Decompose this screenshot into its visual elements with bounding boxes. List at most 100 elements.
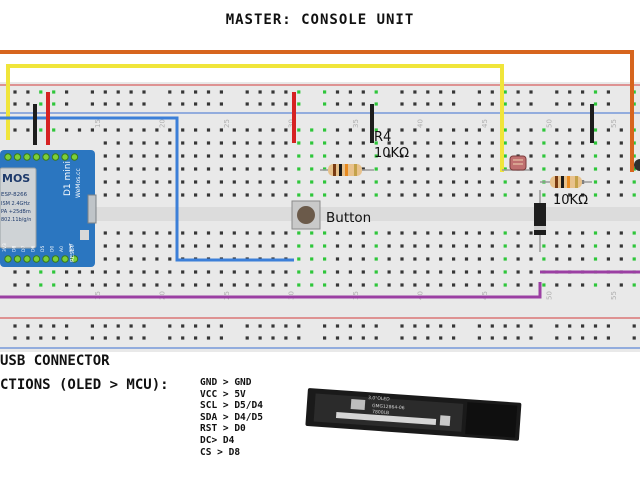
breadboard-hole (490, 128, 494, 132)
esp-shield (0, 167, 37, 249)
breadboard-hole (439, 257, 443, 261)
breadboard-hole (155, 193, 159, 197)
breadboard-hole (271, 90, 275, 94)
breadboard-hole (103, 244, 107, 248)
breadboard-hole (232, 231, 236, 235)
breadboard-hole (439, 141, 443, 145)
breadboard-hole (606, 141, 610, 145)
breadboard-hole (632, 154, 636, 158)
breadboard-hole (400, 180, 404, 184)
breadboard-hole (206, 231, 211, 235)
breadboard-hole (155, 257, 159, 261)
breadboard-hole (413, 283, 417, 287)
breadboard-hole (606, 167, 610, 171)
breadboard-hole (632, 102, 636, 106)
breadboard-hole (413, 231, 417, 235)
breadboard-hole (219, 244, 223, 248)
breadboard-hole (581, 154, 585, 158)
breadboard-hole (258, 154, 262, 158)
breadboard-hole (194, 141, 198, 145)
breadboard-hole (219, 283, 223, 287)
breadboard-hole (245, 180, 249, 184)
breadboard-hole (348, 257, 352, 261)
breadboard-hole (258, 336, 262, 340)
breadboard-hole (400, 154, 404, 158)
breadboard-hole (219, 336, 223, 340)
breadboard-hole (426, 257, 430, 261)
breadboard-hole (374, 324, 378, 328)
breadboard-hole (516, 270, 520, 274)
breadboard-hole (464, 283, 469, 287)
breadboard-hole (335, 102, 340, 106)
breadboard-hole (258, 167, 262, 171)
breadboard-hole (52, 283, 56, 287)
breadboard-hole (129, 193, 133, 197)
d1-pin-label: D0 (50, 246, 56, 252)
breadboard-hole (490, 336, 494, 340)
header-pin (13, 153, 22, 161)
breadboard-hole (400, 128, 404, 132)
d1-pin-label: RST (69, 243, 75, 252)
breadboard-hole (52, 102, 56, 106)
breadboard-hole (387, 141, 391, 145)
pin-map-item: RST > D0 (200, 423, 246, 435)
breadboard-hole (439, 180, 443, 184)
breadboard-hole (400, 90, 404, 94)
breadboard-hole (142, 257, 146, 261)
breadboard-hole (452, 128, 456, 132)
breadboard-hole (168, 257, 172, 261)
breadboard-hole (490, 231, 494, 235)
breadboard-hole (529, 193, 533, 197)
breadboard-hole (232, 167, 236, 171)
breadboard-hole (116, 270, 120, 274)
breadboard-hole (129, 257, 133, 261)
breadboard-hole (219, 141, 223, 145)
breadboard-hole (232, 270, 236, 274)
breadboard-hole (194, 193, 198, 197)
breadboard-hole (387, 128, 391, 132)
breadboard-hole (52, 270, 56, 274)
breadboard-hole (26, 336, 30, 340)
pin-map-item: VCC > 5V (200, 388, 246, 400)
r4-name-label: R4 (374, 130, 391, 145)
breadboard-hole (387, 180, 391, 184)
breadboard-hole (593, 193, 598, 197)
breadboard-hole (568, 336, 572, 340)
breadboard-hole (387, 193, 391, 197)
column-number: 55 (610, 119, 618, 128)
breadboard-hole (477, 180, 481, 184)
breadboard-hole (555, 167, 559, 171)
breadboard-hole (310, 193, 314, 197)
breadboard-hole (323, 283, 327, 287)
breadboard-hole (13, 128, 17, 132)
breadboard-hole (348, 102, 352, 106)
breadboard-hole (245, 283, 249, 287)
breadboard-hole (26, 128, 30, 132)
breadboard-hole (103, 154, 107, 158)
breadboard-hole (39, 90, 43, 94)
header-pin (42, 153, 50, 161)
breadboard-hole (13, 102, 17, 106)
column-number: 50 (546, 291, 554, 300)
breadboard-hole (568, 167, 572, 171)
breadboard-hole (452, 167, 456, 171)
breadboard-hole (503, 324, 507, 328)
breadboard-hole (13, 90, 17, 94)
breadboard-hole (77, 270, 82, 274)
breadboard-hole (297, 193, 301, 197)
breadboard-hole (361, 90, 365, 94)
breadboard-hole (632, 257, 636, 261)
breadboard-hole (439, 193, 443, 197)
breadboard-hole (219, 180, 223, 184)
breadboard-hole (258, 283, 262, 287)
breadboard-hole (516, 324, 520, 328)
breadboard-hole (426, 154, 430, 158)
breadboard-hole (348, 193, 352, 197)
oled-text-1: 3.0"OLED (368, 395, 390, 403)
breadboard-hole (542, 257, 546, 261)
breadboard-hole (219, 167, 223, 171)
header-pin (4, 255, 12, 263)
breadboard-hole (142, 128, 146, 132)
breadboard-hole (77, 128, 82, 132)
breadboard-hole (555, 336, 559, 340)
